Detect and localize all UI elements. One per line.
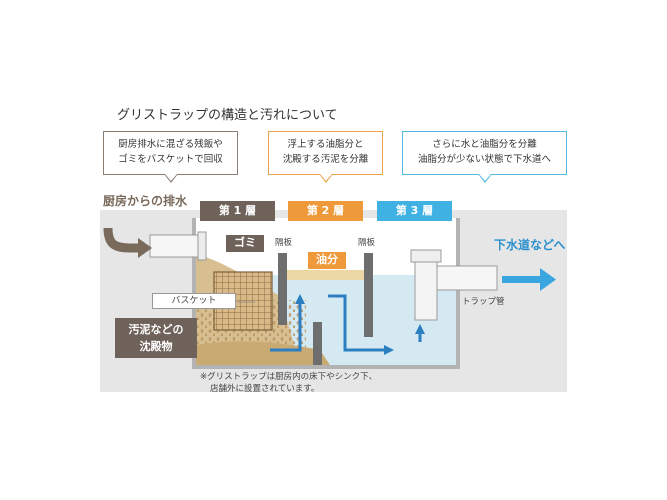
outflow-label: 下水道などへ bbox=[494, 238, 566, 252]
trap-pipe-vertical bbox=[414, 259, 438, 321]
callout-layer-2: 浮上する油脂分と 沈殿する汚泥を分離 bbox=[268, 131, 383, 183]
sludge-label-line1: 汚泥などの bbox=[128, 323, 184, 336]
oil-label: 油分 bbox=[308, 252, 346, 269]
flow-arrow-3-head bbox=[415, 324, 425, 334]
partition-1 bbox=[278, 253, 287, 325]
inflow-pipe-flange bbox=[197, 231, 207, 261]
trap-pipe-cap bbox=[410, 249, 442, 263]
callout-layer-1-line1: 厨房排水に混ざる残飯や bbox=[118, 139, 223, 150]
callout-layer-2-line1: 浮上する油脂分と bbox=[287, 139, 364, 150]
footnote-line1: ※グリストラップは厨房内の床下やシンク下、 bbox=[200, 372, 378, 382]
callout-layer-3-line1: さらに水と油脂分を分離 bbox=[432, 139, 537, 150]
callout-layer-2-line2: 沈殿する汚泥を分離 bbox=[282, 154, 369, 165]
flow-arrow-2 bbox=[328, 294, 385, 352]
callout-layer-1-line2: ゴミをバスケットで回収 bbox=[118, 154, 223, 165]
inflow-arrow-head bbox=[138, 238, 152, 258]
partition-bottom bbox=[313, 322, 322, 365]
callout-layer-3: さらに水と油脂分を分離 油脂分が少ない状態で下水道へ bbox=[402, 131, 567, 183]
oil-layer bbox=[285, 270, 370, 280]
trap-pipe-label: トラップ管 bbox=[462, 297, 505, 307]
partition-2 bbox=[364, 253, 373, 337]
footnote: ※グリストラップは厨房内の床下やシンク下、 店舗外に設置されています。 bbox=[200, 371, 377, 395]
footnote-line2: 店舗外に設置されています。 bbox=[210, 384, 320, 394]
partition-2-label: 隔板 bbox=[358, 238, 376, 248]
inflow-label: 厨房からの排水 bbox=[103, 194, 188, 208]
outflow-arrow-head bbox=[540, 268, 556, 291]
flow-arrow-1-head bbox=[295, 294, 305, 304]
inflow-pipe bbox=[149, 234, 206, 258]
outflow-arrow bbox=[502, 276, 542, 283]
callout-layer-3-line2: 油脂分が少ない状態で下水道へ bbox=[417, 154, 551, 165]
sludge-label: 汚泥などの 沈殿物 bbox=[115, 318, 197, 358]
tank-wall bbox=[192, 218, 460, 369]
partition-1-label: 隔板 bbox=[275, 238, 293, 248]
flow-arrow-2-head bbox=[384, 345, 394, 355]
sludge-bottom bbox=[196, 341, 330, 365]
basket-label: バスケット bbox=[152, 293, 236, 309]
flow-arrow-1 bbox=[270, 302, 302, 352]
inflow-arrow bbox=[103, 227, 140, 253]
garbage-label: ゴミ bbox=[226, 235, 264, 252]
layer-3-label: 第 3 層 bbox=[377, 201, 452, 221]
sludge-label-line2: 沈殿物 bbox=[139, 340, 173, 353]
diagram-title: グリストラップの構造と汚れについて bbox=[117, 108, 338, 123]
layer-2-label: 第 2 層 bbox=[288, 201, 363, 221]
callout-layer-1: 厨房排水に混ざる残飯や ゴミをバスケットで回収 bbox=[103, 131, 238, 183]
outflow-pipe bbox=[436, 265, 498, 291]
layer-1-label: 第 1 層 bbox=[200, 201, 275, 221]
